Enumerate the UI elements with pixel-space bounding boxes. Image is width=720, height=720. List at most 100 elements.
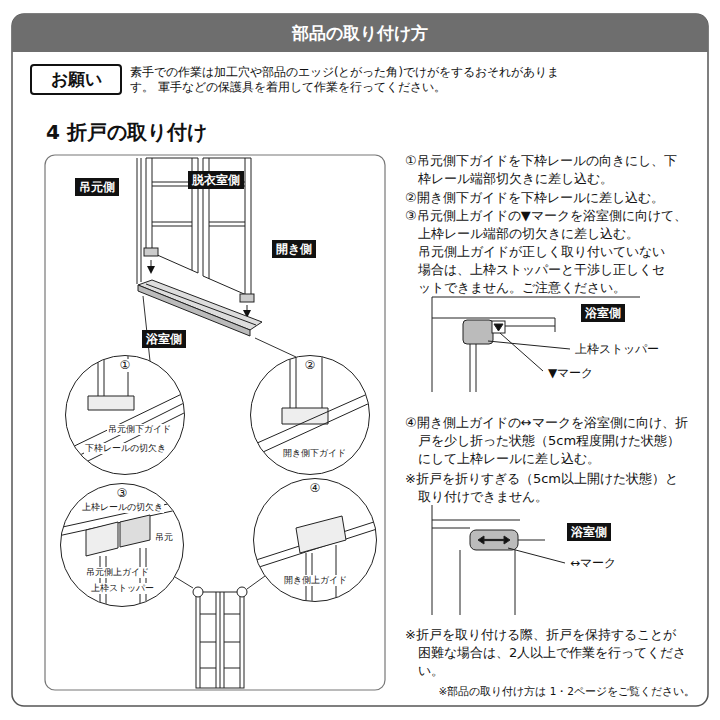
illustration-line: [432, 297, 433, 392]
illustration-rect: [45, 155, 385, 690]
illustration-line: [143, 296, 150, 361]
illustration-line: [432, 505, 433, 615]
side-tag: 吊元側: [75, 178, 119, 196]
illustration-line: [70, 410, 190, 470]
inset-4-art: [250, 516, 380, 605]
illustration-line: [152, 158, 153, 253]
illustration-circle: [237, 587, 247, 597]
illustration-line: [216, 592, 217, 688]
door-front: [193, 587, 247, 688]
illustration-line: [224, 592, 225, 688]
detail-circle: ② 開き側下ガイド: [250, 355, 370, 475]
door-perspective: [137, 158, 262, 336]
illustration-line: [518, 540, 545, 541]
callout-number: ①: [119, 359, 132, 372]
part-label: 吊元側下ガイド: [107, 424, 172, 435]
illustration-line: [505, 326, 555, 327]
side-tag: 浴室側: [142, 330, 186, 348]
box-text: 吊元側: [79, 180, 115, 194]
inset-3-art: [58, 500, 186, 610]
box-text: 部品の取り付け方: [292, 22, 428, 45]
illustration-line: [209, 226, 245, 227]
illustration-polygon: [88, 396, 134, 410]
illustration-line: [141, 158, 142, 282]
step-text: ②開き側下ガイドを下枠レールに差し込む。: [405, 189, 698, 207]
illustration-line: [500, 333, 543, 371]
illustration-line: [220, 592, 221, 688]
illustration-line: [128, 350, 129, 396]
side-tag: 開き側: [272, 240, 316, 258]
illustration-line: [224, 668, 240, 669]
illustration-rect: [463, 320, 493, 344]
detail-circle: ③上枠レールの切欠き吊元吊元側上ガイド上枠ストッパー: [60, 483, 184, 607]
step-text: ④開き側上ガイドの↔マークを浴室側に向け、折戸を少し折った状態（5cm程度開けた…: [405, 414, 688, 468]
illustration-line: [432, 520, 520, 521]
box-text: 浴室側: [146, 332, 182, 346]
box-text: 開き側: [276, 242, 312, 256]
illustration-line: [140, 548, 141, 610]
illustration-circle: [193, 587, 203, 597]
illustration-rect: [12, 14, 708, 706]
notice-text: 素手での作業は加工穴や部品のエッジ(とがった角)でけがをするおそれがあります。 …: [130, 65, 580, 95]
safety-note: ※折戸を取り付ける際、折戸を保持することが困難な場合は、2人以上で作業を行ってく…: [405, 626, 688, 680]
side-tag: 浴室側: [581, 304, 625, 322]
part-label: 上枠ストッパー: [575, 342, 659, 357]
illustration-polygon: [86, 522, 118, 556]
illustration-line: [555, 318, 556, 332]
illustration-line: [146, 284, 256, 325]
illustration-polygon: [478, 536, 484, 544]
section-heading: 4 折戸の取り付け: [46, 120, 207, 144]
part-label: 開き側上ガイド: [283, 575, 348, 586]
detail-2: [432, 505, 565, 615]
illustration-polygon: [138, 285, 250, 336]
illustration-line: [460, 550, 461, 615]
step-text: ③吊元側上ガイドの▼マークを浴室側に向けて、上枠レール端部の切欠きに差し込む。: [405, 207, 688, 243]
box-text: お願い: [51, 68, 102, 91]
illustration-line: [255, 338, 296, 357]
footer-note: ※部品の取り付け方は 1・2ページをご覧ください。: [395, 684, 695, 698]
part-label: ↔マーク: [570, 556, 616, 571]
illustration-line: [66, 400, 190, 462]
illustration-polygon: [494, 324, 503, 331]
illustration-line: [224, 614, 240, 615]
part-label: ▼マーク: [548, 366, 593, 381]
illustration-line: [515, 550, 516, 615]
illustration-line: [296, 350, 297, 410]
illustration-polygon: [504, 536, 510, 544]
illustration-line: [432, 297, 640, 298]
illustration-line: [200, 614, 216, 615]
illustration-rect: [492, 321, 505, 333]
part-label: 開き側下ガイド: [282, 448, 347, 459]
illustration-polygon: [296, 516, 346, 553]
inset-1-art: [62, 350, 190, 470]
illustration-line: [322, 350, 323, 410]
step-note: 吊元側上ガイドが正しく取り付いていない場合は、上枠ストッパーと干渉し正しくセット…: [418, 243, 675, 297]
illustration-line: [481, 539, 507, 541]
illustration-line: [152, 226, 192, 227]
header-band: 部品の取り付け方: [12, 14, 708, 52]
illustration-line: [151, 260, 152, 272]
illustration-line: [137, 158, 138, 284]
detail-circle: ④ 開き側上ガイド: [253, 478, 377, 602]
callout-number: ④: [309, 482, 322, 495]
callout-number: ③: [116, 487, 129, 500]
part-label: 上枠レールの切欠き: [81, 502, 164, 513]
box-text: 脱衣室側: [192, 173, 240, 187]
illustration-line: [240, 592, 241, 688]
notice-box: お願い: [30, 64, 122, 95]
illustration-line: [432, 528, 470, 529]
illustration-line: [175, 577, 193, 588]
illustration-line: [98, 350, 99, 396]
illustration-line: [200, 642, 216, 643]
inset-2-art: [246, 350, 372, 458]
illustration-rect: [240, 294, 254, 302]
illustration-line: [476, 344, 477, 392]
illustration-polygon: [138, 280, 262, 330]
side-tag: 浴室側: [567, 523, 611, 541]
illustration-line: [290, 350, 291, 410]
illustration-line: [152, 186, 192, 187]
detail-circle: ①吊元側下ガイド下枠レールの切欠き: [65, 355, 185, 475]
callout-number: ②: [304, 359, 317, 372]
illustration-rect: [196, 592, 244, 688]
